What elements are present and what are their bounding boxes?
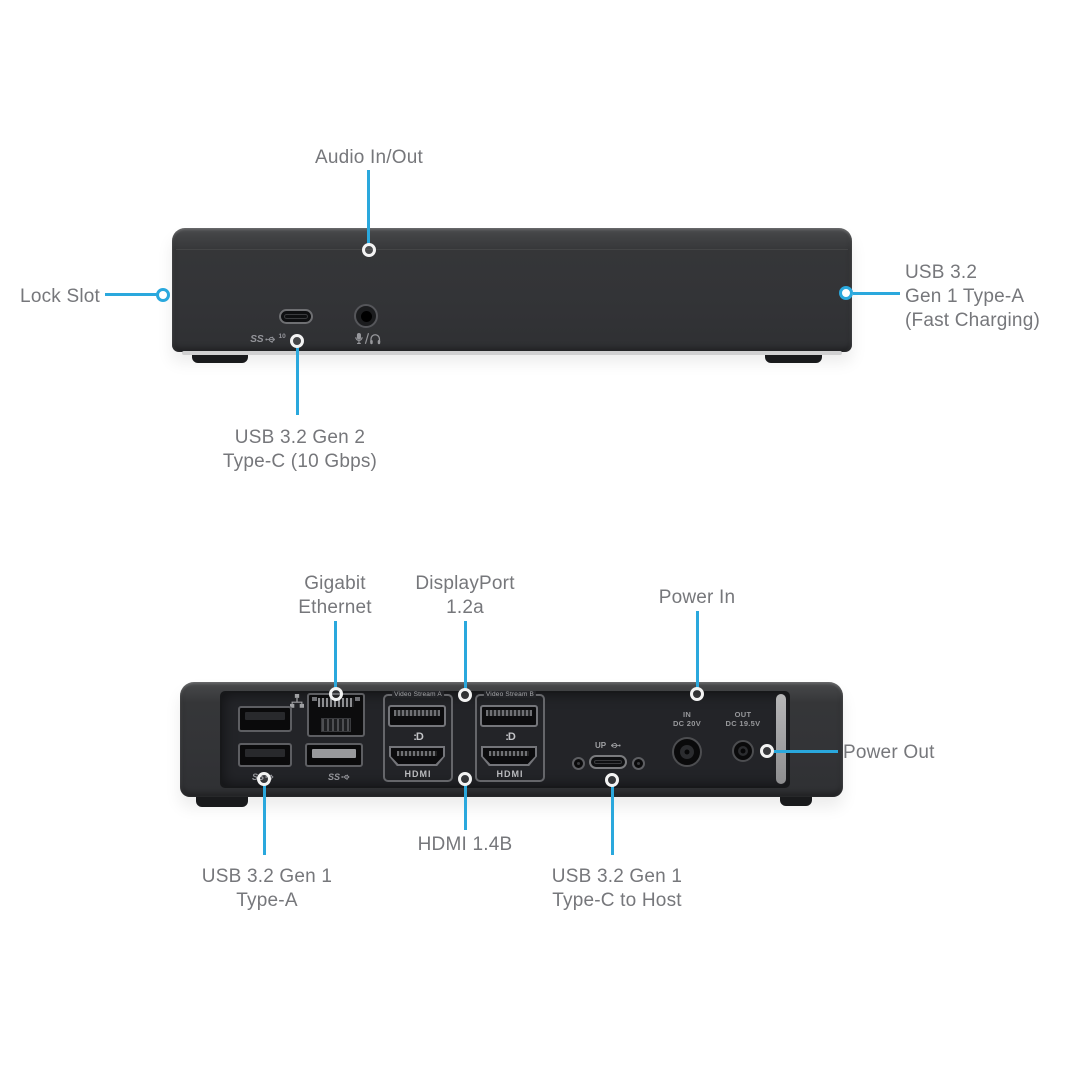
- screw-hole-right: [632, 757, 645, 770]
- hdmi-leader-line: [464, 785, 467, 830]
- usb-host-leader-line: [611, 786, 614, 855]
- power-out-line2: DC 19.5V: [725, 719, 761, 728]
- usb-c-host-port: [589, 755, 627, 769]
- lock-callout-dot: [156, 288, 170, 302]
- front-usb-c-port: [279, 309, 313, 324]
- usb-c10-callout-dot: [290, 334, 304, 348]
- ss-text: SS: [250, 334, 264, 345]
- dock-front-view: SS 10: [172, 228, 852, 363]
- usb-trident-icon: [264, 336, 275, 343]
- displayport-b: [480, 705, 538, 727]
- usb-host-line1: USB 3.2 Gen 1: [551, 866, 683, 887]
- dock-rear-view: SS SS: [180, 682, 843, 807]
- usb-host-line2: Type-C to Host: [552, 890, 682, 911]
- hdmi-marking-a: HDMI: [404, 769, 432, 779]
- usb-c-gen2-line2: Type-C (10 Gbps): [222, 451, 378, 472]
- ethernet-leader-line: [334, 621, 337, 688]
- hdmi-label: HDMI 1.4B: [417, 834, 513, 855]
- usb-a-port-1: [238, 706, 292, 732]
- ethernet-callout-dot: [329, 687, 343, 701]
- lock-leader-line: [105, 293, 157, 296]
- front-base-strip: [182, 351, 842, 355]
- power-in-callout-dot: [690, 687, 704, 701]
- usb-a-line2: Type-A: [236, 890, 298, 911]
- displayport-line2: 1.2a: [446, 597, 484, 618]
- usb-c-host-marking: UP: [586, 740, 630, 750]
- mic-headset-icon: [355, 333, 381, 345]
- power-out-connector: [732, 740, 754, 762]
- usb-fast-callout-dot: [839, 286, 853, 300]
- rear-port-panel: SS SS: [220, 691, 790, 788]
- rear-right-foot: [780, 794, 812, 806]
- ss-speed-text: 10: [278, 333, 286, 340]
- hdmi-marking-b: HDMI: [496, 769, 524, 779]
- hdmi-port-a: [389, 746, 445, 766]
- power-in-label: Power In: [658, 587, 736, 608]
- power-in-leader-line: [696, 611, 699, 688]
- usb-a-gen1-label: USB 3.2 Gen 1 Type-A: [167, 865, 367, 913]
- usb-fast-line2: Gen 1 Type-A: [905, 286, 1025, 307]
- power-out-callout-dot: [760, 744, 774, 758]
- usb-a-callout-dot: [257, 772, 271, 786]
- video-stream-b-label: Video Stream B: [483, 691, 537, 698]
- audio-callout-dot: [362, 243, 376, 257]
- power-out-leader-line: [774, 750, 838, 753]
- displayport-logo-icon: :D: [505, 731, 516, 743]
- usb-c-gen2-line1: USB 3.2 Gen 2: [234, 427, 366, 448]
- ss-text: SS: [327, 771, 340, 782]
- power-out-label: Power Out: [843, 742, 935, 763]
- usb-a-port-3: [305, 743, 363, 767]
- front-usb-c-marking: SS 10: [248, 333, 288, 346]
- usb-arrow-icon: [611, 742, 621, 748]
- video-stream-b-group: Video Stream B :D HDMI: [475, 691, 545, 782]
- video-stream-a-label: Video Stream A: [392, 691, 444, 698]
- displayport-a: [388, 705, 446, 727]
- usb-fast-line1: USB 3.2: [905, 262, 978, 283]
- displayport-label: DisplayPort 1.2a: [395, 572, 535, 620]
- lock-slot-label: Lock Slot: [20, 286, 100, 307]
- audio-in-out-label: Audio In/Out: [314, 147, 424, 168]
- usb-a-ss-marking-2: SS: [320, 771, 360, 782]
- video-stream-a-group: Video Stream A :D HDMI: [383, 691, 453, 782]
- rear-panel-edge-highlight: [776, 694, 786, 784]
- usb-trident-icon: [341, 774, 350, 780]
- front-audio-jack: [354, 304, 378, 328]
- up-text: UP: [594, 740, 607, 750]
- network-icon: [290, 694, 304, 708]
- displayport-logo-icon: :D: [413, 731, 424, 743]
- audio-leader-line: [367, 170, 370, 244]
- screw-hole-left: [572, 757, 585, 770]
- dock-front-body: [172, 228, 852, 352]
- usb-c10-leader-line: [296, 347, 299, 415]
- power-out-line1: OUT: [734, 710, 752, 719]
- displayport-leader-line: [464, 621, 467, 689]
- ethernet-line1: Gigabit: [304, 573, 366, 594]
- hdmi-callout-dot: [458, 772, 472, 786]
- usb-a-line1: USB 3.2 Gen 1: [201, 866, 333, 887]
- power-in-marking: IN DC 20V: [662, 710, 712, 728]
- usb-fast-line3: (Fast Charging): [905, 310, 1040, 331]
- usb-host-callout-dot: [605, 773, 619, 787]
- power-in-line1: IN: [682, 710, 692, 719]
- usb-c-gen2-label: USB 3.2 Gen 2 Type-C (10 Gbps): [190, 426, 410, 474]
- usb-fast-charging-label: USB 3.2 Gen 1 Type-A (Fast Charging): [905, 261, 1080, 333]
- hdmi-port-b: [481, 746, 537, 766]
- usb-a-port-2: [238, 743, 292, 767]
- ethernet-line2: Ethernet: [298, 597, 372, 618]
- power-in-line2: DC 20V: [672, 719, 702, 728]
- rear-left-foot: [196, 795, 248, 807]
- usb-a-leader-line: [263, 785, 266, 855]
- power-in-connector: [672, 737, 702, 767]
- gigabit-ethernet-label: Gigabit Ethernet: [265, 572, 405, 620]
- displayport-callout-dot: [458, 688, 472, 702]
- displayport-line1: DisplayPort: [415, 573, 515, 594]
- usb-c-host-label: USB 3.2 Gen 1 Type-C to Host: [512, 865, 722, 913]
- usb-fast-leader-line: [853, 292, 900, 295]
- power-out-marking: OUT DC 19.5V: [718, 710, 768, 728]
